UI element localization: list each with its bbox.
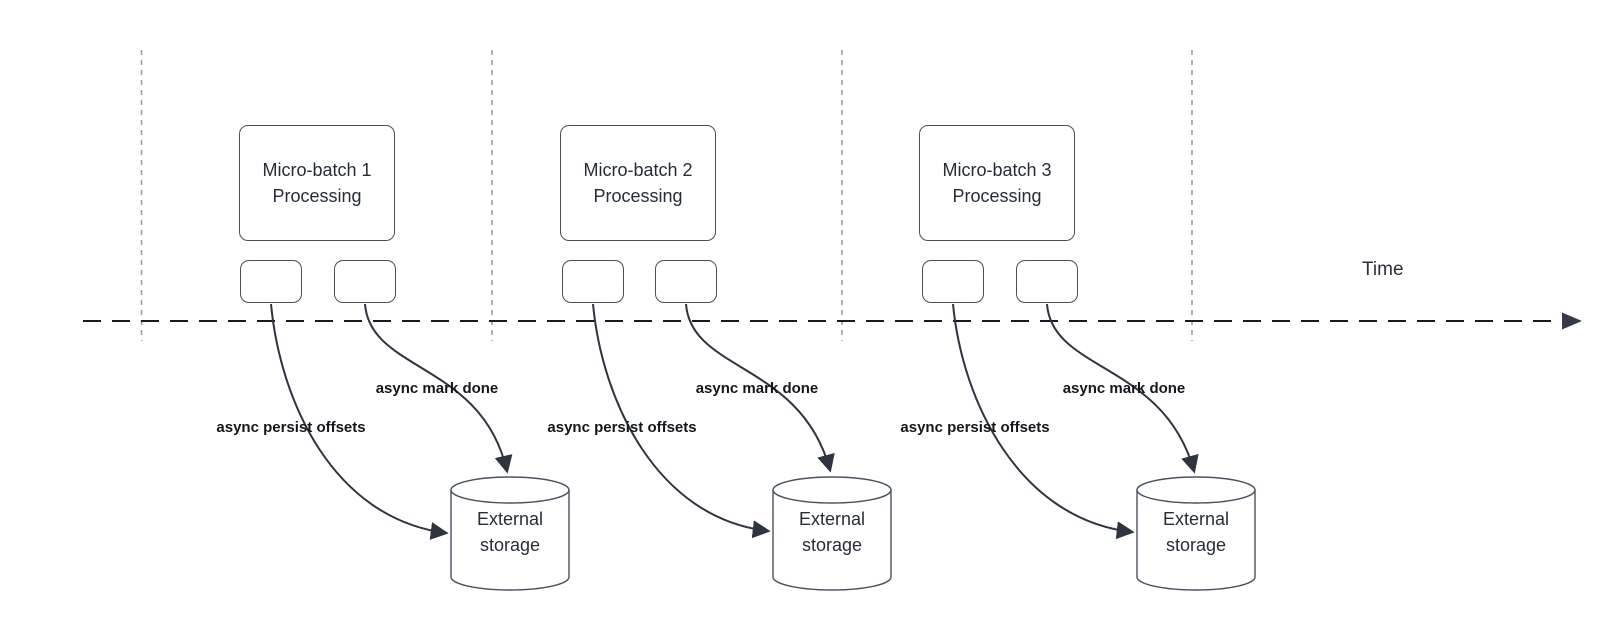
- external-storage-label-3: External storage: [1162, 509, 1230, 555]
- micro-batch-3-processing-box: Micro-batch 3 Processing: [919, 125, 1075, 241]
- micro-batch-3-processing-label: Micro-batch 3 Processing: [942, 160, 1052, 206]
- mark-done-arrow-label-1: async mark done: [375, 380, 499, 397]
- mark-done-arrow-label-3: async mark done: [1062, 380, 1186, 397]
- mark-done-arrow-3: [1046, 303, 1199, 474]
- external-storage-label-2: External storage: [798, 509, 866, 555]
- time-axis-arrowhead-icon: [1562, 312, 1582, 330]
- micro-batch-1-persist-task-box: [240, 260, 302, 303]
- micro-batch-1-processing-box: Micro-batch 1 Processing: [239, 125, 395, 241]
- persist-offsets-arrow-2: [592, 303, 771, 539]
- persist-offsets-arrow-label-2: async persist offsets: [547, 419, 697, 436]
- micro-batch-2-processing-label: Micro-batch 2 Processing: [583, 160, 693, 206]
- persist-offsets-arrow-3: [952, 303, 1135, 540]
- external-storage-cylinder-2: [772, 476, 892, 591]
- time-axis-label: Time: [1362, 259, 1404, 280]
- micro-batch-2-processing-box: Micro-batch 2 Processing: [560, 125, 716, 241]
- micro-batch-1-mark-done-task-box: [334, 260, 396, 303]
- micro-batch-3-persist-task-box: [922, 260, 984, 303]
- micro-batch-1-processing-label: Micro-batch 1 Processing: [262, 160, 372, 206]
- micro-batch-2-mark-done-task-box: [655, 260, 717, 303]
- persist-offsets-arrow-label-3: async persist offsets: [900, 419, 1050, 436]
- persist-offsets-arrow-label-1: async persist offsets: [216, 419, 366, 436]
- external-storage-cylinder-3: [1136, 476, 1256, 591]
- external-storage-label-1: External storage: [476, 509, 544, 555]
- persist-offsets-arrow-1: [270, 303, 449, 540]
- external-storage-cylinder-1: [450, 476, 570, 591]
- mark-done-arrow-label-2: async mark done: [695, 380, 819, 397]
- micro-batch-2-persist-task-box: [562, 260, 624, 303]
- mark-done-arrow-2: [685, 303, 835, 473]
- mark-done-arrow-1: [364, 303, 513, 474]
- micro-batch-3-mark-done-task-box: [1016, 260, 1078, 303]
